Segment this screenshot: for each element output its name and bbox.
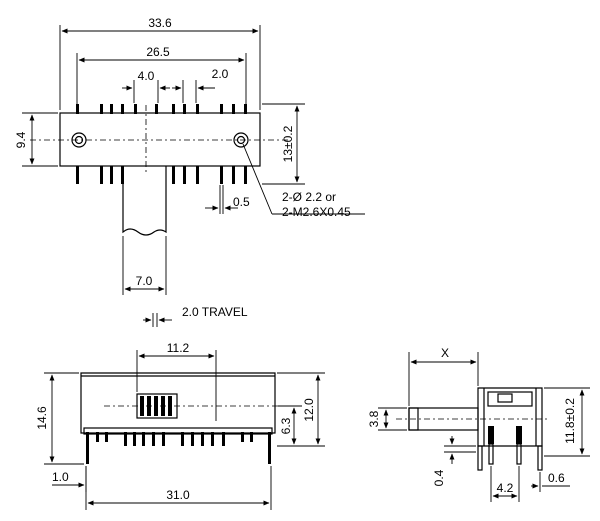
top-pins-lower: [76, 166, 247, 184]
dim-travel: 2.0 TRAVEL: [182, 305, 248, 319]
mount-hole-right: [233, 132, 249, 148]
dim-front-body-height: 12.0: [302, 398, 316, 422]
dim-mount-height: 13±0.2: [281, 125, 295, 162]
front-view: 11.2 14.6 12.0 6.3 1.0 31.0: [35, 341, 325, 510]
top-body-outline: [59, 112, 261, 167]
dim-pin-spacing: 4.2: [497, 481, 514, 495]
top-pins-upper: [76, 104, 247, 114]
side-contacts: [477, 426, 543, 471]
dim-front-pin-span: 31.0: [166, 488, 190, 502]
dim-pin-width: 0.5: [233, 195, 250, 209]
front-terminals: [83, 427, 273, 464]
dim-pin-span: 26.5: [146, 45, 170, 59]
dim-stem-height: 3.8: [367, 410, 381, 427]
dim-x: X: [441, 346, 449, 360]
dim-total-height: 14.6: [35, 406, 49, 430]
dim-lead: 0.6: [548, 471, 565, 485]
top-view: 33.6 26.5 4.0 2.0 9.4 13±0.2 2-Ø 2.2 or …: [14, 16, 365, 327]
dim-actuator-width: 7.0: [136, 274, 153, 288]
dim-body-height: 9.4: [14, 131, 28, 148]
dim-pin-pitch: 2.0: [212, 67, 229, 81]
dim-side-height: 11.8±0.2: [563, 398, 577, 444]
side-view: X 3.8 11.8±0.2 0.4 4.2 0.6: [367, 346, 590, 502]
front-body-outline: [80, 372, 276, 434]
dim-pin-thickness: 0.4: [432, 469, 446, 486]
dim-actuator-span: 11.2: [167, 341, 190, 355]
top-actuator: [122, 166, 167, 236]
mount-hole-note-line2: 2-M2.6X0.45: [282, 205, 351, 219]
mount-hole-note-line1: 2-Ø 2.2 or: [282, 190, 336, 204]
dim-pin-group-pitch: 4.0: [138, 69, 155, 83]
dim-pin-offset: 1.0: [52, 470, 69, 484]
mount-hole-left: [71, 132, 87, 148]
dim-actuator-height: 6.3: [279, 417, 293, 434]
dim-overall-width: 33.6: [148, 16, 172, 30]
